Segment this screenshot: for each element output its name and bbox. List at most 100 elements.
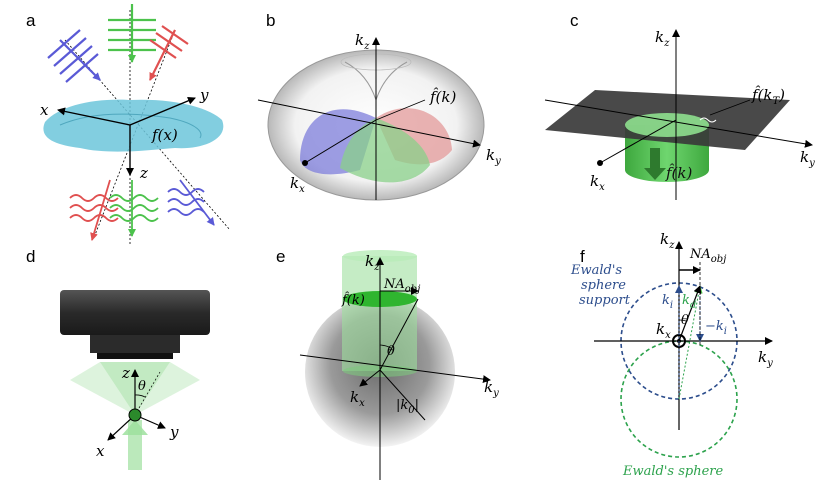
svg-text:kz: kz xyxy=(355,31,370,52)
kx-axis-e xyxy=(359,369,381,387)
scatter-vector xyxy=(678,285,702,342)
na-label-e: NA xyxy=(383,277,405,292)
panel-e: e kz kx ky NAobj f̂(k) θ |k0| xyxy=(276,247,499,480)
svg-text:kx: kx xyxy=(350,388,365,409)
fkt-sub: T xyxy=(773,96,781,107)
kz-sub-e: z xyxy=(373,262,380,273)
ky-axis-e xyxy=(299,354,491,384)
svg-text:−ki: −ki xyxy=(705,319,727,337)
kz-sub-c: z xyxy=(663,38,670,49)
ky-label-c: k xyxy=(800,148,809,166)
kz-label-f: k xyxy=(660,230,669,248)
ky-sub-f: y xyxy=(766,358,773,369)
panel-label-d: d xyxy=(26,247,35,266)
panel-label-e: e xyxy=(276,247,285,266)
kx-sub-e: x xyxy=(359,398,365,409)
kx-label-e: k xyxy=(350,388,359,406)
red-beam-path xyxy=(94,29,176,236)
object-function-label: f(x) xyxy=(151,126,178,144)
green-incident-wave xyxy=(108,4,156,63)
kd-sub: d xyxy=(690,300,696,311)
panel-label-b: b xyxy=(266,11,275,30)
theta-label-d: θ xyxy=(138,379,146,394)
y-axis xyxy=(129,96,196,126)
panel-b: b kz kx ky f̂(k) xyxy=(257,11,501,201)
svg-text:ky: ky xyxy=(758,348,773,369)
fkt-label: f̂(k xyxy=(751,86,773,104)
na-sub-e: obj xyxy=(405,284,421,295)
k0-sub: 0 xyxy=(408,405,415,416)
kx-label: k xyxy=(290,174,299,192)
panel-label-a: a xyxy=(26,11,36,30)
kx-label-c: k xyxy=(590,172,599,190)
ky-label-e: k xyxy=(484,378,493,396)
ky-label-f: k xyxy=(758,348,767,366)
support-text-2: sphere xyxy=(581,278,626,293)
objective-tip xyxy=(90,335,180,353)
svg-text:ky: ky xyxy=(484,378,499,399)
svg-text:ky: ky xyxy=(800,148,815,169)
object-blob xyxy=(43,99,224,152)
svg-text:kz: kz xyxy=(655,28,670,49)
theta-ray-e xyxy=(379,298,419,371)
svg-text:|k0|: |k0| xyxy=(396,398,419,416)
kx-sub-f: x xyxy=(665,330,671,341)
panel-label-c: c xyxy=(570,11,579,30)
ky-axis-c xyxy=(544,99,813,148)
x-axis-label: x xyxy=(40,101,49,119)
x-label-d: x xyxy=(96,442,105,460)
ki-sub: i xyxy=(670,300,673,311)
ki-label: k xyxy=(662,293,670,308)
svg-text:kx: kx xyxy=(656,320,671,341)
kd-vector xyxy=(678,285,703,400)
x-axis xyxy=(57,107,131,126)
theta-label-f: θ xyxy=(681,313,689,328)
minus-ki-sub: i xyxy=(724,326,727,337)
kx-axis xyxy=(304,119,377,164)
kz-sub: z xyxy=(363,41,370,52)
svg-text:kd: kd xyxy=(682,293,696,311)
ewald-circle xyxy=(620,340,738,458)
kz-label-e: k xyxy=(365,252,374,270)
support-text-1: Ewald's xyxy=(570,263,622,278)
na-label-f: NA xyxy=(689,247,711,262)
svg-text:NAobj: NAobj xyxy=(689,247,726,265)
fk-label-c: f̂(k) xyxy=(665,164,692,182)
support-text-3: support xyxy=(579,293,631,308)
svg-text:kz: kz xyxy=(365,252,380,273)
y-label-d: y xyxy=(169,423,179,441)
fkt-close: ) xyxy=(778,86,785,104)
z-axis-label: z xyxy=(139,164,148,182)
k0-radius xyxy=(379,369,426,421)
sample-point xyxy=(128,408,142,422)
red-scattered-wave xyxy=(69,179,119,241)
k0-close: | xyxy=(415,398,419,413)
red-incident-wave xyxy=(149,25,189,81)
y-axis-label: y xyxy=(199,86,209,104)
kz-sub-f: z xyxy=(668,240,675,251)
svg-text:ky: ky xyxy=(486,146,501,167)
panel-a: a xyxy=(26,4,231,245)
ky-label: k xyxy=(486,146,495,164)
svg-text:kx: kx xyxy=(290,174,305,195)
ky-sub-c: y xyxy=(808,158,815,169)
svg-text:ki: ki xyxy=(662,293,673,311)
blue-incident-wave xyxy=(47,29,101,83)
panel-label-f: f xyxy=(580,247,585,266)
panel-c: c kz kx ky f̂(kT) f̂(k) xyxy=(544,11,815,200)
ky-sub: y xyxy=(494,156,501,167)
fk-label-e: f̂(k) xyxy=(341,291,365,308)
kx-axis-c xyxy=(599,119,677,164)
panel-f: f kz ky kx NAobj ki kd −ki θ Ewald's sph… xyxy=(570,230,773,479)
panel-d: d z y x θ xyxy=(26,247,210,470)
ky-sub-e: y xyxy=(492,388,499,399)
theta-label-e: θ xyxy=(387,344,395,359)
kx-label-f: k xyxy=(656,320,665,338)
svg-text:kx: kx xyxy=(590,172,605,193)
objective-lens xyxy=(60,290,210,335)
na-sub-f: obj xyxy=(711,254,727,265)
kz-label-c: k xyxy=(655,28,664,46)
kd-label: k xyxy=(682,293,690,308)
kz-label: k xyxy=(355,31,364,49)
